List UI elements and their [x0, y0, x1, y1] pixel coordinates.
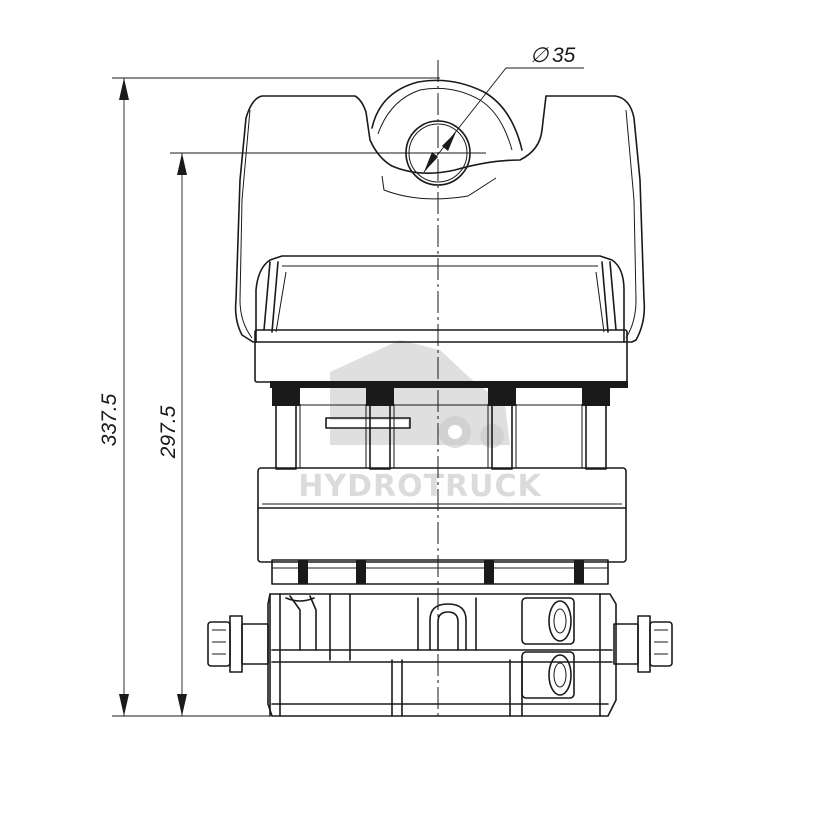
diameter-symbol: ∅ — [530, 44, 550, 67]
watermark: HYDROTRUCK — [298, 340, 542, 504]
overall-height-label: 337.5 — [98, 393, 121, 446]
bolt-section — [270, 381, 628, 470]
top-link-bracket — [234, 79, 646, 383]
rotator-housing — [257, 467, 627, 585]
pin-diameter-label: 35 — [552, 44, 576, 67]
flange-height-label: 297.5 — [157, 405, 180, 459]
dimension-flange-height: 297.5 — [157, 153, 187, 716]
dimension-overall-height: 337.5 — [98, 77, 440, 717]
hydraulic-swivel — [207, 593, 673, 717]
watermark-text: HYDROTRUCK — [298, 469, 542, 504]
center-lines — [170, 60, 486, 716]
truck-logo-icon — [328, 340, 510, 448]
dimension-pin-diameter: ∅ 35 — [423, 44, 584, 173]
